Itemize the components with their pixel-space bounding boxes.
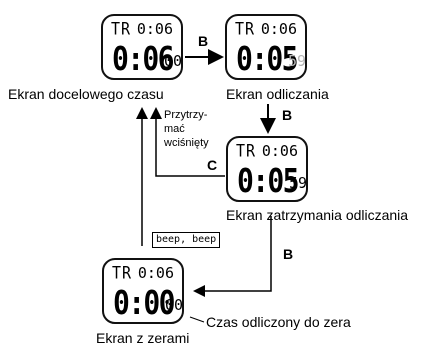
countdown-screen-label: Ekran odliczania bbox=[226, 86, 329, 102]
arrow-stopped-to-target bbox=[150, 107, 225, 177]
hold-note-line: Przytrzy- bbox=[164, 109, 208, 121]
zero-note-line bbox=[189, 316, 205, 323]
target-time: 0:06 bbox=[261, 142, 298, 160]
stopped-screen-label: Ekran zatrzymania odliczania bbox=[226, 207, 409, 223]
mode-label: TR bbox=[236, 141, 257, 161]
beep-bubble: beep, beep bbox=[152, 232, 221, 248]
key-b-label: B bbox=[282, 107, 293, 123]
arrow-stopped-to-zero bbox=[193, 216, 272, 297]
timer-value: 0:05 bbox=[236, 39, 298, 78]
countdown-screen: TR 0:06 0:05 59 bbox=[225, 14, 307, 80]
hold-note: Przytrzy- mać wciśnięty bbox=[164, 108, 209, 150]
timer-seconds: 59 bbox=[288, 52, 307, 70]
target-time: 0:06 bbox=[137, 264, 174, 282]
zero-note-label: Czas odliczony do zera bbox=[206, 314, 351, 330]
target-time: 0:06 bbox=[260, 20, 297, 38]
key-c-label: C bbox=[207, 157, 218, 173]
key-b-label: B bbox=[283, 246, 294, 262]
timer-value: 0:00 bbox=[113, 283, 175, 322]
mode-label: TR bbox=[112, 263, 133, 283]
zero-screen: TR 0:06 0:00 00 bbox=[102, 258, 184, 324]
timer-seconds: 59 bbox=[289, 174, 308, 192]
timer-value: 0:06 bbox=[112, 39, 174, 78]
target-screen-label: Ekran docelowego czasu bbox=[8, 86, 164, 102]
timer-seconds: 00 bbox=[164, 52, 183, 70]
mode-label: TR bbox=[111, 19, 132, 39]
hold-note-line: wciśnięty bbox=[164, 137, 209, 149]
target-time: 0:06 bbox=[136, 20, 173, 38]
stopped-screen: TR 0:06 0:05 59 bbox=[226, 136, 308, 202]
timer-value: 0:05 bbox=[237, 161, 299, 200]
hold-note-line: mać bbox=[164, 123, 185, 135]
target-time-screen: TR 0:06 0:06 00 bbox=[101, 14, 183, 80]
zero-screen-label: Ekran z zerami bbox=[96, 330, 190, 346]
key-b-label: B bbox=[198, 33, 209, 49]
timer-seconds: 00 bbox=[165, 296, 184, 314]
mode-label: TR bbox=[235, 19, 256, 39]
